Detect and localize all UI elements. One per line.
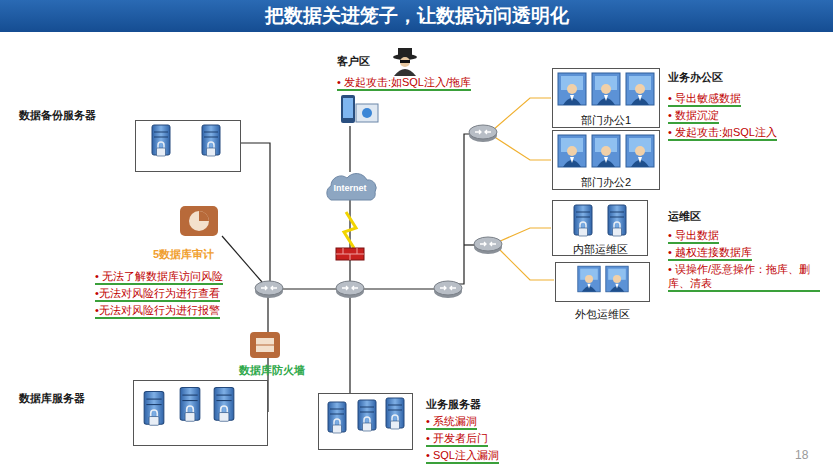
risk-note: • 系统漏洞: [426, 414, 477, 430]
title-bar: 把数据关进笼子，让数据访问透明化: [0, 0, 833, 32]
server-icon: [358, 400, 376, 431]
workstation-icon: [626, 135, 654, 167]
wire: [349, 296, 350, 393]
wire: [458, 134, 472, 284]
router-icon: [474, 237, 502, 254]
server-icon: [180, 387, 200, 421]
client-zone: 客户区 • 发起攻击:如SQL注入/拖库: [335, 50, 510, 90]
workstation-icon: [558, 135, 586, 167]
server-group: 数据备份服务器: [135, 120, 241, 172]
cloud-shape: [327, 174, 376, 200]
wire: [222, 236, 262, 282]
router-icon: [469, 125, 497, 142]
node-label: 客户区: [337, 54, 370, 68]
hacker-icon: [393, 48, 417, 76]
server-icon: [386, 398, 404, 429]
server-icon: [202, 125, 220, 156]
router-icon: [255, 281, 283, 298]
zone-note: 业务办公区: [668, 70, 723, 84]
node-label: 业务服务器: [426, 397, 481, 411]
server-icon: [144, 391, 164, 425]
wire: [498, 248, 554, 280]
server-icon: [608, 205, 626, 236]
router-icon: [336, 281, 364, 298]
firewall-icon: [336, 212, 364, 260]
wire: [362, 288, 434, 289]
wire: [498, 228, 551, 242]
node-label: 部门办公2: [581, 175, 631, 189]
wire: [267, 296, 268, 332]
server-group: 数据库服务器: [133, 380, 268, 446]
ops-box: 内部运维区: [552, 200, 648, 256]
db-firewall: 数据库防火墙: [235, 330, 320, 378]
server-group: 业务服务器• 系统漏洞• 开发者后门• SQL注入漏洞: [318, 393, 413, 450]
workstation-icon: [606, 266, 628, 292]
server-icon: [328, 402, 346, 433]
page-number: 18: [795, 448, 808, 462]
node-label: 外包运维区: [575, 307, 630, 321]
zone-note: • 导出数据: [668, 228, 719, 244]
audit-icon: [180, 206, 218, 236]
title: 把数据关进笼子，让数据访问透明化: [0, 5, 833, 27]
zone-note: • 数据沉淀: [668, 108, 719, 124]
office-box: 部门办公1: [552, 68, 660, 128]
zone-note: • 越权连接数据库: [668, 245, 752, 261]
wire: [222, 126, 476, 412]
risk-note: •无法对风险行为进行报警: [95, 303, 220, 319]
wire: [241, 143, 270, 282]
workstation-icon: [578, 266, 600, 292]
risk-note: • 无法了解数据库访问风险: [95, 269, 223, 285]
node-label: 内部运维区: [573, 242, 628, 256]
wire: [493, 136, 551, 160]
server-icon: [574, 205, 592, 236]
node-label: Internet: [333, 181, 366, 195]
wire: [493, 98, 551, 130]
node-label: 数据库服务器: [19, 391, 85, 405]
node-label: 5数据库审计: [153, 247, 214, 261]
risk-note: • 开发者后门: [426, 431, 488, 447]
workstation-icon: [592, 73, 620, 105]
workstation-icon: [626, 73, 654, 105]
ops-box: 外包运维区: [555, 262, 650, 302]
internet-cloud: Internet: [321, 172, 381, 202]
server-icon: [214, 387, 234, 421]
server-icon: [152, 125, 170, 156]
mobile-icon: [341, 95, 378, 123]
risk-note: •无法对风险行为进行查看: [95, 286, 220, 302]
db-firewall-icon: [250, 332, 280, 358]
node-label: 数据库防火墙: [239, 363, 305, 377]
node-label: 数据备份服务器: [19, 108, 96, 122]
zone-note: • 误操作/恶意操作：拖库、删库、清表: [668, 262, 820, 292]
zone-note: 运维区: [668, 209, 701, 223]
audit-unit: 5数据库审计 • 无法了解数据库访问风险•无法对风险行为进行查看•无法对风险行为进…: [95, 205, 245, 320]
router-icon: [434, 281, 462, 298]
risk-note: • SQL注入漏洞: [426, 448, 499, 464]
node-label: 部门办公1: [581, 113, 631, 127]
wire: [349, 126, 350, 172]
wire: [493, 98, 554, 280]
risk-note: • 发起攻击:如SQL注入/拖库: [337, 75, 471, 91]
workstation-icon: [592, 135, 620, 167]
workstation-icon: [558, 73, 586, 105]
zone-note: • 导出敏感数据: [668, 91, 741, 107]
zone-note: • 发起攻击:如SQL注入: [668, 125, 777, 141]
wire: [280, 288, 338, 289]
office-box: 部门办公2: [552, 130, 660, 190]
